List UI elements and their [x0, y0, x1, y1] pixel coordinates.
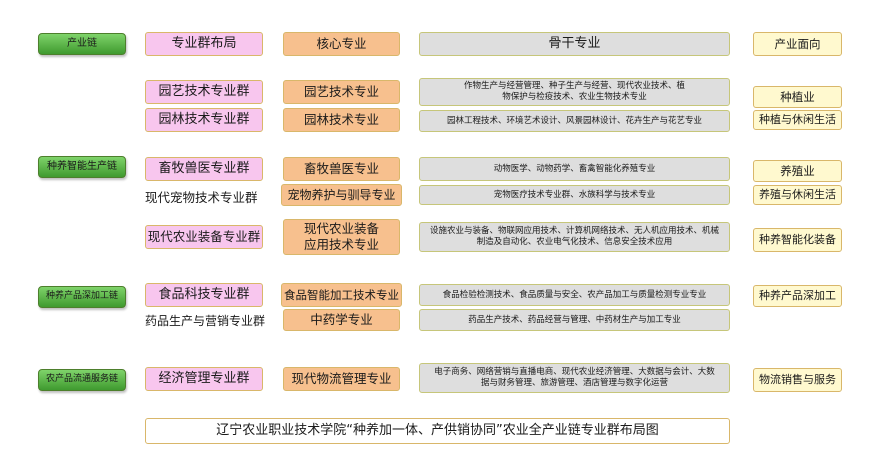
backbone-animal-husbandry: 动物医学、动物药学、畜禽智能化养殖专业 — [419, 157, 730, 181]
core-landscape: 园林技术专业 — [283, 108, 400, 132]
backbone-agri-equipment: 设施农业与装备、物联网应用技术、计算机网络技术、无人机应用技术、机械制造及自动化… — [419, 222, 730, 252]
core-logistics: 现代物流管理专业 — [283, 367, 400, 391]
group-economic-management: 经济管理专业群 — [145, 367, 263, 391]
backbone-pharma: 药品生产技术、药品经营与管理、中药材生产与加工专业 — [419, 309, 730, 331]
header-industry: 产业面向 — [753, 32, 842, 56]
chain-circulation-service: 农产品流通服务链 — [38, 369, 126, 391]
core-pet-care: 宠物养护与驯导专业 — [281, 184, 402, 206]
chain-deep-processing: 种养产品深加工链 — [38, 286, 126, 308]
core-animal-husbandry: 畜牧兽医专业 — [283, 157, 400, 181]
core-food-processing: 食品智能加工技术专业 — [281, 283, 402, 307]
group-pharma: 药品生产与营销专业群 — [145, 314, 266, 328]
industry-breeding-leisure: 养殖与休闲生活 — [753, 185, 842, 205]
industry-planting: 种植业 — [753, 86, 842, 108]
backbone-food: 食品检验检测技术、食品质量与安全、农产品加工与质量检测专业专业 — [419, 284, 730, 306]
backbone-pet: 宠物医疗技术专业群、水族科学与技术专业 — [419, 185, 730, 205]
group-agri-equipment: 现代农业装备专业群 — [145, 225, 263, 249]
group-food-science: 食品科技专业群 — [145, 283, 263, 307]
industry-planting-leisure: 种植与休闲生活 — [753, 110, 842, 130]
backbone-economic: 电子商务、网络营销与直播电商、现代农业经济管理、大数据与会计、大数据与财务管理、… — [419, 363, 730, 393]
chain-planting-breeding: 种养智能生产链 — [38, 156, 126, 178]
diagram-caption: 辽宁农业职业技术学院“种养加一体、产供销协同”农业全产业链专业群布局图 — [145, 418, 730, 444]
industry-breeding: 养殖业 — [753, 160, 842, 182]
core-tcm: 中药学专业 — [283, 309, 400, 331]
backbone-horticulture: 作物生产与经营管理、种子生产与经营、现代农业技术、植物保护与检疫技术、农业生物技… — [419, 78, 730, 106]
backbone-landscape: 园林工程技术、环境艺术设计、风景园林设计、花卉生产与花艺专业 — [419, 110, 730, 132]
core-agri-equipment: 现代农业装备应用技术专业 — [283, 219, 400, 255]
header-backbone: 骨干专业 — [419, 32, 730, 56]
header-core: 核心专业 — [283, 32, 400, 56]
industry-logistics-service: 物流销售与服务 — [753, 368, 842, 392]
group-landscape: 园林技术专业群 — [145, 108, 263, 132]
group-animal-husbandry: 畜牧兽医专业群 — [145, 157, 263, 181]
core-horticulture: 园艺技术专业 — [283, 80, 400, 104]
industry-smart-equipment: 种养智能化装备 — [753, 228, 842, 252]
group-horticulture: 园艺技术专业群 — [145, 80, 263, 104]
group-pet: 现代宠物技术专业群 — [145, 190, 258, 205]
industry-deep-processing: 种养产品深加工 — [753, 285, 842, 307]
header-group: 专业群布局 — [145, 32, 263, 56]
header-chain: 产业链 — [38, 33, 126, 55]
